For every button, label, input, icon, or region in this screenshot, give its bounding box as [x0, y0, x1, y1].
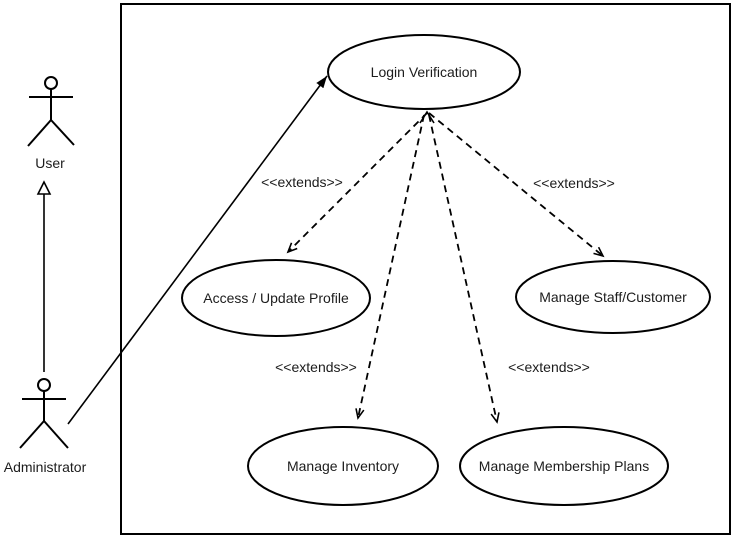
system-boundary-box [120, 3, 731, 535]
user-leg-left [27, 119, 52, 147]
generalization-triangle-arrowhead [36, 180, 52, 195]
administrator-head [37, 378, 51, 392]
extends-label-lower-right: <<extends>> [508, 359, 590, 375]
actor-user: User [27, 76, 75, 171]
manage-membership-plans-label: Manage Membership Plans [479, 458, 649, 474]
manage-inventory-label: Manage Inventory [287, 458, 399, 474]
use-case-access-update-profile: Access / Update Profile [181, 259, 371, 337]
login-verification-label: Login Verification [371, 64, 478, 80]
up-arrowhead-at-login-verification [419, 110, 435, 124]
manage-staff-customer-ellipse [515, 260, 711, 334]
use-case-manage-membership-plans: Manage Membership Plans [459, 426, 669, 506]
actor-administrator: Administrator [4, 378, 87, 475]
use-case-manage-staff-customer: Manage Staff/Customer [515, 260, 711, 334]
extends-label-lower-left: <<extends>> [275, 359, 357, 375]
access-update-profile-ellipse [181, 259, 371, 337]
administrator-leg-left [19, 420, 45, 449]
manage-staff-customer-label: Manage Staff/Customer [539, 289, 687, 305]
user-head [44, 76, 58, 90]
extends-label-upper-left: <<extends>> [261, 174, 343, 190]
extends-arrows [286, 110, 605, 424]
use-case-login-verification: Login Verification [327, 34, 521, 110]
user-leg-right [50, 119, 75, 146]
use-case-manage-inventory: Manage Inventory [247, 426, 439, 506]
extends-label-upper-right: <<extends>> [533, 175, 615, 191]
extends-arrow-manage-staff-customer [428, 112, 605, 258]
generalization-administrator-to-user [36, 180, 52, 372]
association-administrator-to-login-verification [67, 75, 328, 425]
actor-user-label: User [35, 155, 65, 171]
administrator-leg-right [43, 420, 69, 449]
manage-membership-plans-ellipse [459, 426, 669, 506]
extends-arrow-access-update-profile [286, 112, 428, 254]
manage-inventory-ellipse [247, 426, 439, 506]
access-update-profile-label: Access / Update Profile [203, 290, 349, 306]
extends-arrow-manage-membership-plans [428, 114, 500, 424]
actor-administrator-label: Administrator [4, 459, 87, 475]
login-verification-ellipse [327, 34, 521, 110]
extends-arrow-manage-inventory [355, 114, 425, 420]
